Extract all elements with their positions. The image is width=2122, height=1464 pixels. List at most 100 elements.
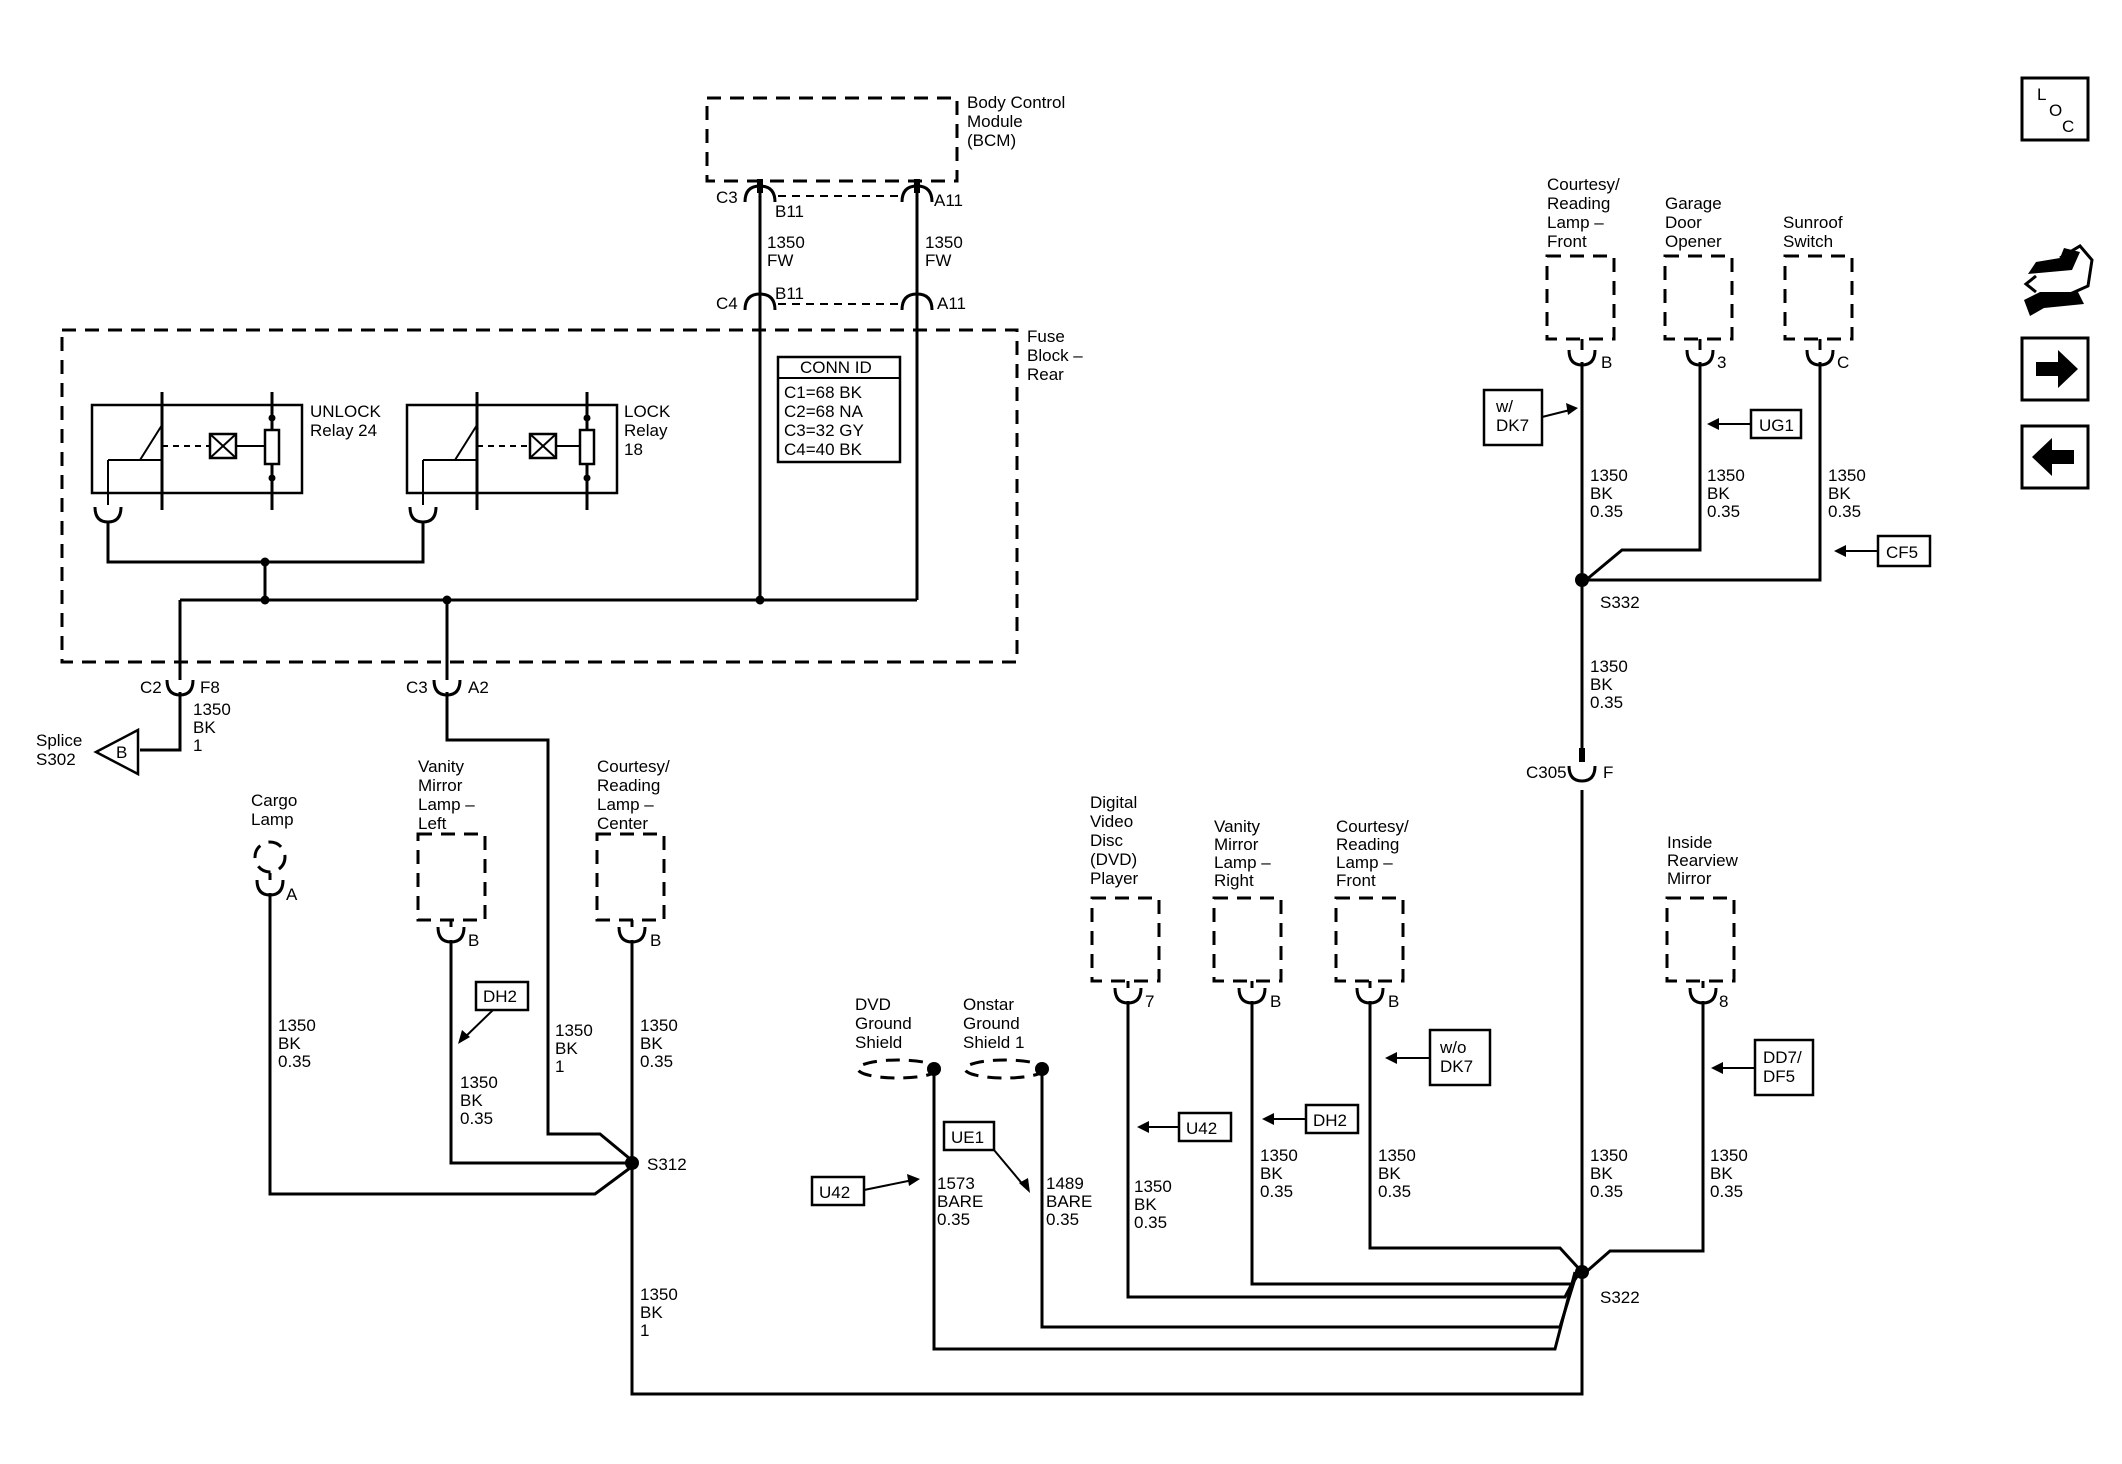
wire-sunroof-color: BK	[1828, 484, 1851, 503]
pin-c3-top: C3	[716, 188, 738, 207]
vanity-left-label-2: Mirror	[418, 776, 463, 795]
cargo-lamp: Cargo Lamp A 1350 BK 0.35	[251, 791, 631, 1196]
vanity-right-label-4: Right	[1214, 871, 1254, 890]
hand-wrench-icon[interactable]	[2023, 244, 2094, 316]
option-dd7-text-1: DD7/	[1763, 1048, 1802, 1067]
wire-courtesy-front-low-circuit: 1350	[1378, 1146, 1416, 1165]
option-dh2-right-text: DH2	[1313, 1111, 1347, 1130]
conn-id-row: C3=32 GY	[784, 421, 864, 440]
fuse-block-rear: Fuse Block – Rear	[60, 327, 1083, 664]
wire-a2-to-s312	[445, 692, 636, 1165]
pin-c4: C4	[716, 294, 738, 313]
mirror-pin: 8	[1719, 992, 1728, 1011]
sunroof-label-2: Switch	[1783, 232, 1833, 251]
loc-button[interactable]: L O C	[2020, 76, 2090, 142]
lock-relay-label-3: 18	[624, 440, 643, 459]
vanity-right-label-3: Lamp –	[1214, 853, 1271, 872]
wire-a11-color: FW	[925, 251, 951, 270]
cargo-lamp-label-1: Cargo	[251, 791, 297, 810]
vanity-left-pin: B	[468, 931, 479, 950]
wire-dvd-player-circuit: 1350	[1134, 1177, 1172, 1196]
vanity-right-label-2: Mirror	[1214, 835, 1259, 854]
wire-mirror-color: BK	[1710, 1164, 1733, 1183]
dvd-shield-label-2: Ground	[855, 1014, 912, 1033]
vanity-right-pin: B	[1270, 992, 1281, 1011]
fuse-block-label-1: Fuse	[1027, 327, 1065, 346]
mirror-label-1: Inside	[1667, 833, 1712, 852]
wire-s312-color: BK	[640, 1303, 663, 1322]
wire-b11-color: FW	[767, 251, 793, 270]
courtesy-center-label-1: Courtesy/	[597, 757, 670, 776]
fuse-block-label-2: Block –	[1027, 346, 1083, 365]
wire-mirror-gauge: 0.35	[1710, 1182, 1743, 1201]
dvd-player-label-1: Digital	[1090, 793, 1137, 812]
wire-dvd-player-color: BK	[1134, 1195, 1157, 1214]
pin-a11-top: A11	[934, 191, 963, 210]
lock-relay-label-1: LOCK	[624, 402, 671, 421]
wire-mirror-circuit: 1350	[1710, 1146, 1748, 1165]
cargo-lamp-pin: A	[286, 885, 298, 904]
option-dd7-df5: DD7/ DF5	[1711, 1038, 1815, 1097]
splice-s312: S312 1350 BK 1	[625, 1155, 1584, 1396]
splice-s322: S322 1350 BK 0.35	[1575, 790, 1640, 1307]
courtesy-center-label-3: Lamp –	[597, 795, 654, 814]
wire-vanity-right-color: BK	[1260, 1164, 1283, 1183]
option-dh2-right: DH2	[1262, 1103, 1360, 1135]
wire-courtesy-front-low-color: BK	[1378, 1164, 1401, 1183]
fuse-connector-c4: C4 B11 A11	[716, 284, 966, 313]
wire-vanity-left-gauge: 0.35	[460, 1109, 493, 1128]
loc-letter-o: O	[2049, 101, 2062, 120]
splice-s332: S332	[1575, 573, 1640, 612]
pin-c2: C2	[140, 678, 162, 697]
courtesy-front-top-label-2: Reading	[1547, 194, 1610, 213]
wire-cargo-circuit: 1350	[278, 1016, 316, 1035]
garage-door-opener: Garage Door Opener 3 1350 BK 0.35	[1585, 194, 1745, 582]
wire-sunroof-circuit: 1350	[1828, 466, 1866, 485]
courtesy-reading-lamp-front-upper: Courtesy/ Reading Lamp – Front B 1350 BK…	[1545, 175, 1628, 580]
option-u42-right: U42	[1137, 1111, 1233, 1143]
vanity-right-label-1: Vanity	[1214, 817, 1260, 836]
lock-relay: LOCK Relay 18	[405, 392, 671, 524]
sunroof-label-1: Sunroof	[1783, 213, 1843, 232]
wire-garage-color: BK	[1707, 484, 1730, 503]
wire-s332-color: BK	[1590, 675, 1613, 694]
wire-dvd-shield-color: BARE	[937, 1192, 983, 1211]
onstar-shield-label-3: Shield 1	[963, 1033, 1024, 1052]
courtesy-reading-lamp-front-lower: Courtesy/ Reading Lamp – Front B 1350 BK…	[1334, 817, 1584, 1274]
conn-id-row: C4=40 BK	[784, 440, 863, 459]
wire-courtesy-front-top-circuit: 1350	[1590, 466, 1628, 485]
arrow-right-icon[interactable]	[2020, 336, 2090, 402]
vanity-left-label-4: Left	[418, 814, 447, 833]
courtesy-front-low-label-2: Reading	[1336, 835, 1399, 854]
wire-s332-circuit: 1350	[1590, 657, 1628, 676]
fuse-block-bus	[106, 522, 917, 680]
wire-vanity-left-color: BK	[460, 1091, 483, 1110]
loc-letter-l: L	[2037, 85, 2046, 104]
bcm-label-1: Body Control	[967, 93, 1065, 112]
conn-id-row: C2=68 NA	[784, 402, 864, 421]
wire-garage-circuit: 1350	[1707, 466, 1745, 485]
bcm-label-3: (BCM)	[967, 131, 1016, 150]
splice-s312-label: S312	[647, 1155, 687, 1174]
vanity-mirror-lamp-left: Vanity Mirror Lamp – Left B 1350 BK 0.35	[416, 757, 632, 1165]
splice-s302-label-1: Splice	[36, 731, 82, 750]
wire-cargo-gauge: 0.35	[278, 1052, 311, 1071]
dvd-shield-label-3: Shield	[855, 1033, 902, 1052]
option-ug1-text: UG1	[1759, 416, 1794, 435]
option-dh2-left-text: DH2	[483, 987, 517, 1006]
arrow-left-icon[interactable]	[2020, 424, 2090, 490]
courtesy-front-top-label-1: Courtesy/	[1547, 175, 1620, 194]
wire-onstar-shield-color: BARE	[1046, 1192, 1092, 1211]
option-u42-left-text: U42	[819, 1183, 850, 1202]
courtesy-front-top-label-3: Lamp –	[1547, 213, 1604, 232]
courtesy-front-top-pin: B	[1601, 353, 1612, 372]
wire-courtesy-center-gauge: 0.35	[640, 1052, 673, 1071]
sunroof-switch: Sunroof Switch C 1350 BK 0.35	[1582, 213, 1866, 582]
bcm-label-2: Module	[967, 112, 1023, 131]
garage-pin: 3	[1717, 353, 1726, 372]
unlock-relay-label-1: UNLOCK	[310, 402, 382, 421]
wire-vanity-right-circuit: 1350	[1260, 1146, 1298, 1165]
option-ug1: UG1	[1707, 408, 1803, 440]
fuse-block-label-3: Rear	[1027, 365, 1064, 384]
splice-s322-label: S322	[1600, 1288, 1640, 1307]
